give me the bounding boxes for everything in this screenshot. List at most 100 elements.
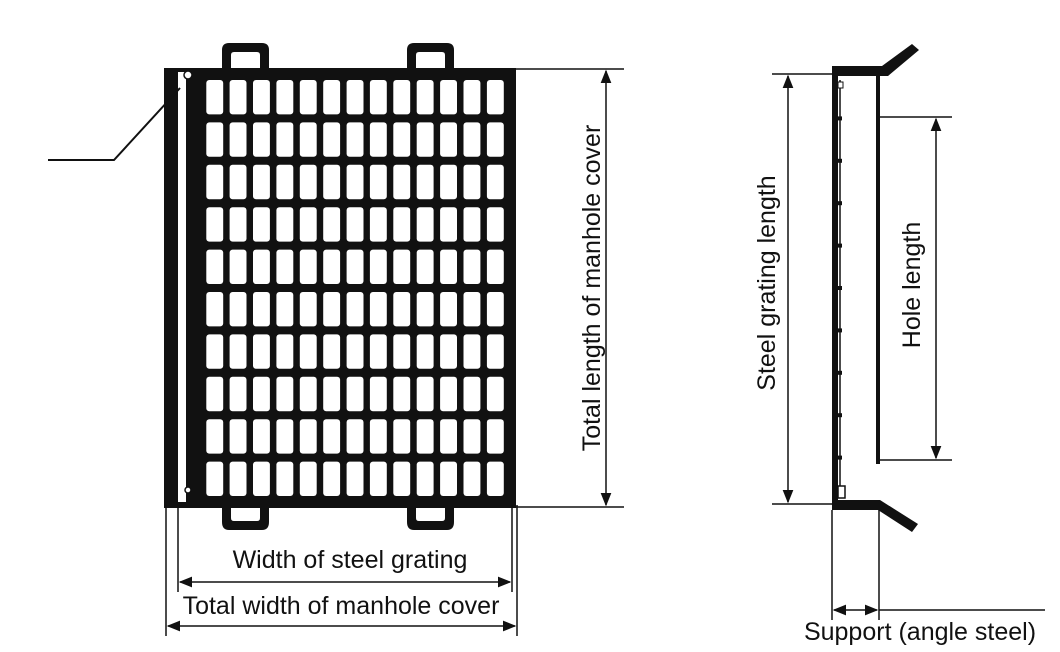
- grating-opening: [463, 419, 481, 454]
- grating-opening: [369, 122, 387, 157]
- grating-opening: [416, 334, 434, 369]
- grating-opening: [416, 80, 434, 115]
- grating-opening: [346, 292, 364, 327]
- grating-opening: [486, 334, 504, 369]
- bottom-handles: [222, 506, 454, 530]
- grating-opening: [276, 164, 294, 200]
- bearing-bar-tick: [836, 370, 842, 375]
- grating-opening: [299, 122, 317, 157]
- bearing-bar-tick: [836, 201, 842, 206]
- grating-opening: [229, 164, 247, 200]
- label-grating-length: Steel grating length: [753, 175, 781, 390]
- grating-opening: [323, 207, 341, 242]
- grating-opening: [323, 122, 341, 157]
- grating-opening: [463, 207, 481, 242]
- grating-opening: [229, 249, 247, 284]
- grating-opening: [323, 292, 341, 327]
- grating-opening: [276, 80, 294, 115]
- frame-bolt-top: [183, 70, 193, 80]
- grating-opening: [276, 249, 294, 284]
- bearing-bar-tick: [836, 328, 842, 333]
- bearing-bar-tick: [836, 116, 842, 121]
- grating-opening: [299, 292, 317, 327]
- grating-opening: [416, 249, 434, 284]
- grating-opening: [393, 334, 411, 369]
- grating-opening: [440, 122, 457, 157]
- grating-opening: [440, 334, 457, 369]
- grating-opening: [463, 122, 481, 157]
- grating-opening: [486, 164, 504, 200]
- grating-opening: [393, 292, 411, 327]
- bearing-bar-tick: [836, 158, 842, 163]
- handle-bottom-right: [407, 506, 454, 530]
- dim-hole-length: Hole length: [880, 116, 952, 461]
- grating-opening: [486, 419, 504, 454]
- grating-opening: [346, 164, 364, 200]
- side-bolt-top: [837, 81, 844, 89]
- grating-opening: [206, 122, 224, 157]
- bearing-bar-ticks: [836, 116, 842, 460]
- grating-opening: [253, 419, 270, 454]
- grating-opening: [416, 419, 434, 454]
- grating-opening: [276, 419, 294, 454]
- dim-grating-length: Steel grating length: [753, 73, 834, 505]
- grating-opening: [369, 164, 387, 200]
- grating-opening: [229, 207, 247, 242]
- grating-opening: [206, 376, 224, 412]
- grating-opening: [253, 461, 270, 496]
- grating-opening: [393, 419, 411, 454]
- grating-opening: [346, 80, 364, 115]
- grating-opening: [440, 461, 457, 496]
- grating-opening: [299, 419, 317, 454]
- grating-opening: [463, 80, 481, 115]
- handle-top-left: [222, 43, 269, 70]
- grating-opening: [253, 164, 270, 200]
- grating-opening: [369, 80, 387, 115]
- grating-opening: [276, 292, 294, 327]
- grating-opening: [369, 292, 387, 327]
- grating-opening: [299, 461, 317, 496]
- grating-opening: [346, 419, 364, 454]
- label-grating-width: Width of steel grating: [233, 546, 468, 574]
- handle-bottom-left: [222, 506, 269, 530]
- grating-opening: [486, 292, 504, 327]
- grating-opening: [229, 122, 247, 157]
- grating-opening: [299, 249, 317, 284]
- grating-opening: [486, 376, 504, 412]
- side-bolt-bottom: [837, 485, 846, 499]
- grating-opening: [276, 122, 294, 157]
- grating-opening: [346, 376, 364, 412]
- grating-opening: [346, 461, 364, 496]
- grating-opening: [346, 122, 364, 157]
- dim-support: Support (angle steel): [804, 510, 1045, 646]
- grating-opening: [416, 376, 434, 412]
- grating-opening: [323, 461, 341, 496]
- grating-side-outer: [832, 74, 838, 504]
- top-handles: [222, 43, 454, 70]
- dim-total-length: Total length of manhole cover: [516, 68, 624, 508]
- grating-opening: [346, 207, 364, 242]
- grating-opening: [299, 164, 317, 200]
- bearing-bar-tick: [836, 243, 842, 248]
- grating-opening: [393, 122, 411, 157]
- grating-opening: [299, 376, 317, 412]
- grating-opening: [486, 249, 504, 284]
- grating-opening: [206, 249, 224, 284]
- grating-opening: [206, 80, 224, 115]
- grating-opening: [276, 207, 294, 242]
- grating-opening: [276, 461, 294, 496]
- grating-opening: [346, 334, 364, 369]
- grating-opening: [206, 207, 224, 242]
- support-arm-top: [832, 44, 919, 76]
- grating-opening: [323, 376, 341, 412]
- grating-opening: [393, 376, 411, 412]
- grating-opening: [486, 80, 504, 115]
- grating-opening: [323, 334, 341, 369]
- leader-line: [48, 87, 181, 161]
- frame-inner-face: [178, 72, 186, 502]
- grating-opening: [253, 334, 270, 369]
- grating-opening: [440, 164, 457, 200]
- grating-opening: [393, 80, 411, 115]
